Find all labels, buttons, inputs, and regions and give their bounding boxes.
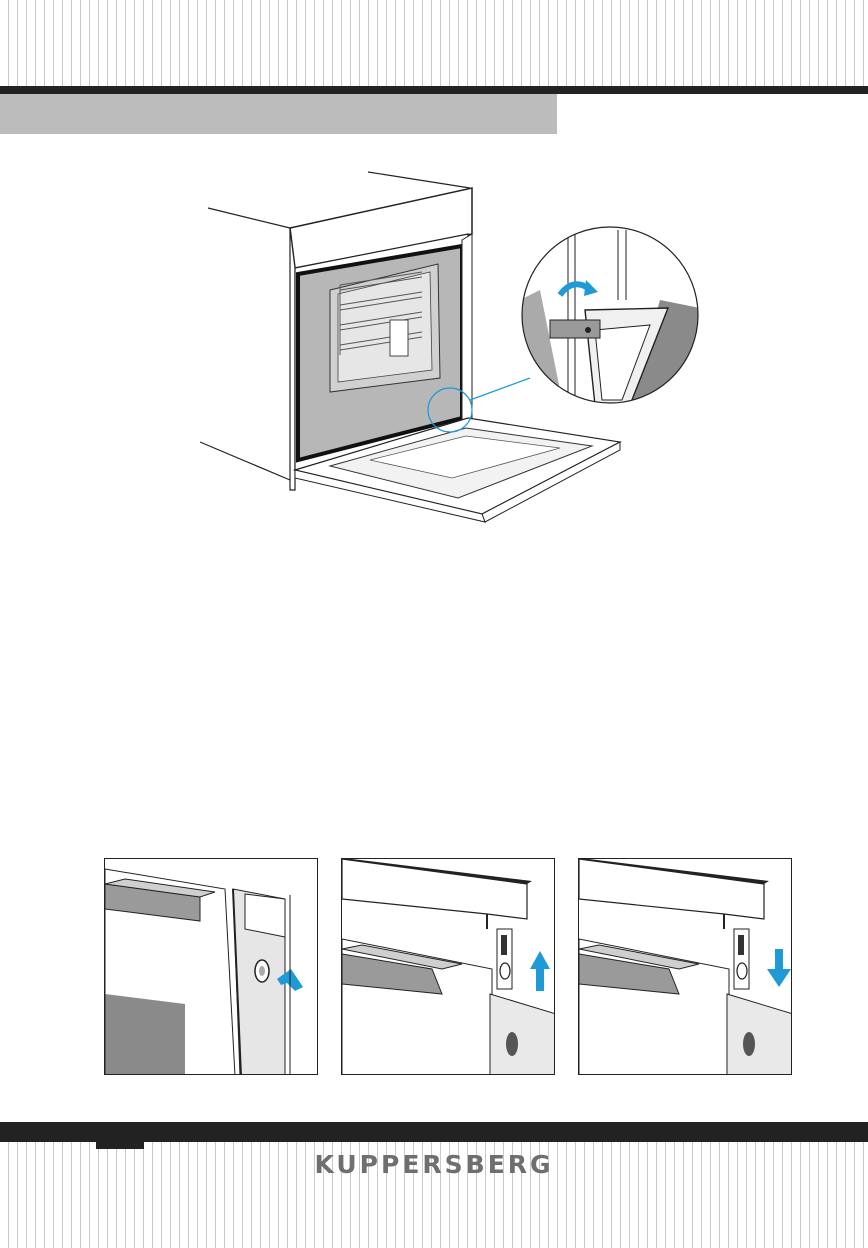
step-panel-push-up	[341, 858, 555, 1075]
push-down-icon	[579, 859, 792, 1075]
section-title-band	[0, 94, 557, 134]
header-bar	[0, 86, 868, 94]
oven-hinge-figure	[190, 160, 710, 525]
oven-door-illustration	[190, 160, 710, 525]
header-stripe-pattern	[0, 0, 868, 86]
press-latch-icon	[105, 859, 318, 1075]
step-panel-push-down	[578, 858, 792, 1075]
footer-bar	[0, 1122, 868, 1142]
step-panel-press-latch	[104, 858, 318, 1075]
footer-page-tab	[96, 1142, 144, 1149]
brand-logo: KUPPERSBERG	[0, 1150, 868, 1179]
push-up-icon	[342, 859, 555, 1075]
